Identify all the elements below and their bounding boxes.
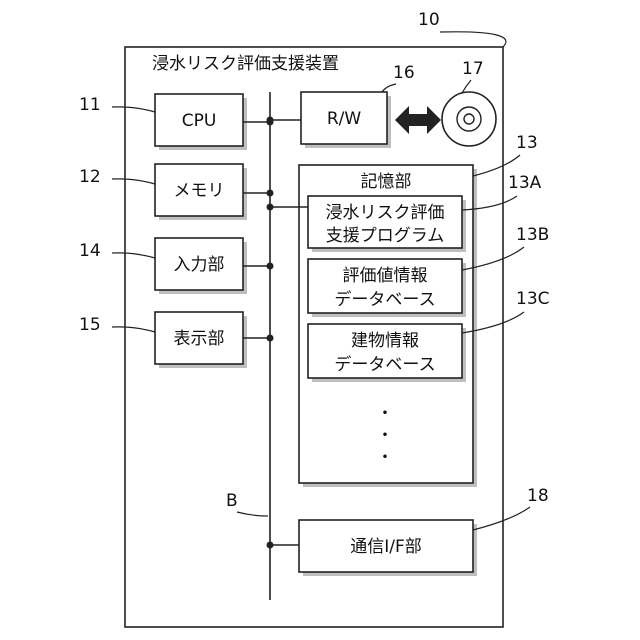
ellipsis-dot-3: ・ xyxy=(377,448,394,468)
program-ref: 13A xyxy=(508,173,542,193)
input-unit-bus-node xyxy=(267,263,274,270)
disc-hole xyxy=(464,114,474,124)
eval-db-line1: 評価値情報 xyxy=(343,266,428,286)
storage-ref: 13 xyxy=(516,133,538,153)
comm-label: 通信I/F部 xyxy=(350,537,422,557)
ellipsis-dot-2: ・ xyxy=(377,426,394,446)
device-ref: 10 xyxy=(418,10,440,30)
cpu-label: CPU xyxy=(182,111,217,131)
building-db-line2: データベース xyxy=(334,354,435,375)
device-title: 浸水リスク評価支援装置 xyxy=(152,54,339,74)
bus-ref: B xyxy=(226,491,238,511)
memory-ref: 12 xyxy=(79,167,101,187)
ellipsis-dot-1: ・ xyxy=(377,404,394,424)
building-db-ref: 13C xyxy=(516,289,550,309)
comm-bus-node xyxy=(267,542,274,549)
display-unit-ref: 15 xyxy=(79,315,101,335)
display-unit-bus-node xyxy=(267,335,274,342)
input-unit-ref: 14 xyxy=(79,241,101,261)
program-line1: 浸水リスク評価 xyxy=(326,203,445,223)
building-db-line1: 建物情報 xyxy=(351,331,419,351)
memory-bus-node xyxy=(267,190,274,197)
rw-ref: 16 xyxy=(393,63,415,83)
rw-bus-node xyxy=(267,117,274,124)
disc-ref: 17 xyxy=(462,59,484,79)
eval-db-line2: データベース xyxy=(334,289,435,310)
rw-label: R/W xyxy=(327,109,362,129)
program-line2: 支援プログラム xyxy=(326,226,445,246)
storage-label: 記憶部 xyxy=(361,172,412,192)
device-leader xyxy=(440,32,506,47)
cpu-ref: 11 xyxy=(79,95,101,115)
display-unit-label: 表示部 xyxy=(174,329,225,349)
comm-ref: 18 xyxy=(527,486,549,506)
program-bus-node xyxy=(267,204,274,211)
memory-label: メモリ xyxy=(174,181,225,201)
input-unit-label: 入力部 xyxy=(174,255,225,275)
eval-db-ref: 13B xyxy=(516,225,549,245)
